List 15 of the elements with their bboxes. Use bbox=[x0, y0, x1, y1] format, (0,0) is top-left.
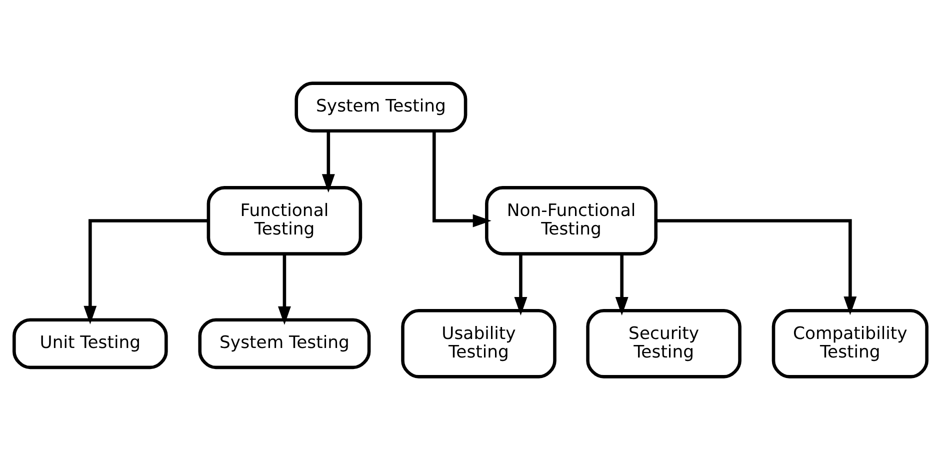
node-box: Functional Testing bbox=[206, 186, 362, 256]
node-box: Compatibility Testing bbox=[772, 308, 928, 378]
arrow bbox=[514, 254, 528, 316]
node-box: System Testing bbox=[198, 318, 371, 370]
node-box: System Testing bbox=[294, 82, 468, 133]
node-box: Unit Testing bbox=[12, 318, 168, 370]
arrow bbox=[84, 219, 208, 324]
node-box: Usability Testing bbox=[401, 308, 556, 378]
arrow bbox=[432, 131, 492, 228]
node-box: Non-Functional Testing bbox=[485, 186, 658, 256]
arrow bbox=[322, 131, 335, 193]
arrow bbox=[656, 219, 857, 316]
node-box: Security Testing bbox=[586, 308, 742, 378]
arrow bbox=[615, 254, 628, 316]
arrow bbox=[278, 254, 291, 325]
